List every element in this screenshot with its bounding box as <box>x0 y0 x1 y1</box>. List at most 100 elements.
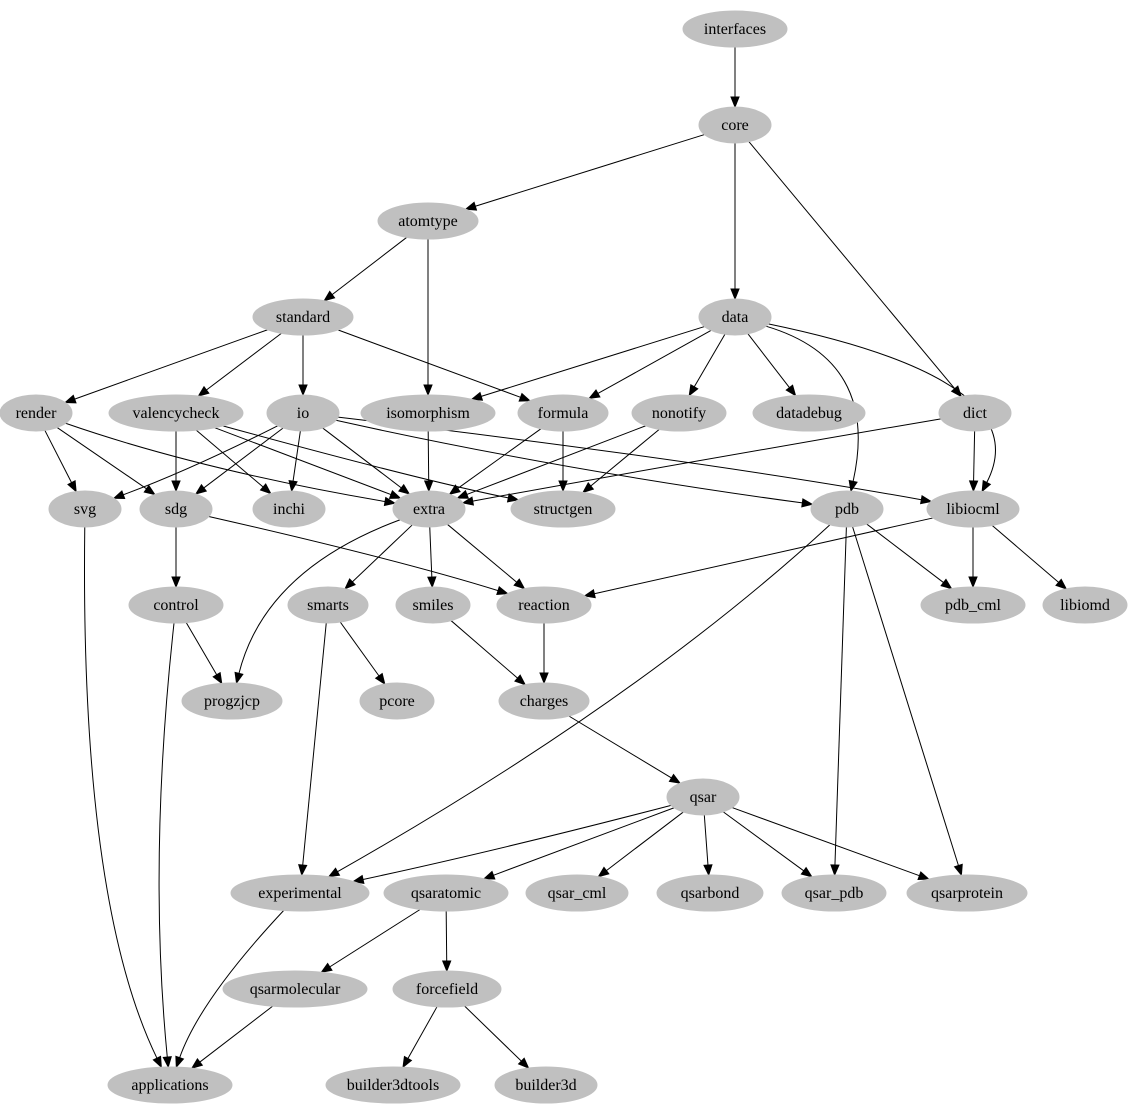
node-label: interfaces <box>704 21 766 38</box>
edge-qsaratomic-qsarmolecular <box>320 908 421 973</box>
arrowhead <box>496 585 509 596</box>
node-ellipse <box>494 1066 598 1104</box>
edge-sdg-reaction <box>208 515 509 596</box>
arrowhead <box>320 962 333 973</box>
node-ellipse <box>498 682 590 720</box>
node-qsarprotein: qsarprotein <box>906 874 1028 912</box>
edge-nonotify-extra <box>456 425 646 499</box>
arrowhead <box>558 480 568 493</box>
node-label: formula <box>538 405 589 422</box>
arrowhead <box>513 578 526 590</box>
arrowhead <box>171 480 181 493</box>
node-standard: standard <box>252 298 354 336</box>
node-reaction: reaction <box>496 586 592 624</box>
edge-line <box>206 332 282 391</box>
node-extra: extra <box>392 490 466 528</box>
edge-qsaratomic-forcefield <box>441 910 452 973</box>
arrowhead <box>506 493 520 503</box>
node-label: standard <box>276 309 330 326</box>
arrowhead <box>171 576 181 589</box>
node-pdb: pdb <box>810 490 884 528</box>
edge-line <box>335 419 803 504</box>
arrowhead <box>514 674 527 686</box>
node-svg: svg <box>48 490 122 528</box>
node-ellipse <box>128 586 224 624</box>
node-ellipse <box>360 394 496 432</box>
edge-standard-io <box>298 335 308 397</box>
edge-reaction-charges <box>539 623 549 685</box>
node-structgen: structgen <box>510 490 616 528</box>
arrowhead <box>298 384 308 397</box>
edge-control-progzjcp <box>185 622 223 685</box>
edge-line <box>765 325 859 482</box>
edge-libiocml-pdb_cml <box>968 527 978 589</box>
node-label: experimental <box>258 885 342 902</box>
arrowhead <box>597 866 610 878</box>
node-nonotify: nonotify <box>631 394 727 432</box>
edge-qsar-qsarbond <box>703 814 713 877</box>
node-ellipse <box>698 298 772 336</box>
edge-core-dict <box>748 141 963 398</box>
edge-io-sdg <box>194 427 284 495</box>
node-label: inchi <box>273 501 306 518</box>
arrowhead <box>848 479 858 493</box>
edge-line <box>158 622 175 1058</box>
edge-line <box>195 429 264 488</box>
node-builder3d: builder3d <box>494 1066 598 1104</box>
edge-line <box>445 910 448 962</box>
arrowhead <box>464 201 478 211</box>
edge-line <box>203 427 284 489</box>
arrowhead <box>298 864 308 877</box>
node-interfaces: interfaces <box>682 10 788 48</box>
edge-line <box>748 141 956 390</box>
node-label: sdg <box>165 501 187 518</box>
edge-qsar-experimental <box>351 804 672 884</box>
node-ellipse <box>377 202 479 240</box>
edge-qsar-qsar_pdb <box>722 811 813 878</box>
edge-pdb-experimental <box>327 524 831 878</box>
node-label: data <box>722 309 749 326</box>
arrowhead <box>351 874 365 884</box>
edge-line <box>866 523 944 583</box>
node-control: control <box>128 586 224 624</box>
edge-line <box>65 422 386 503</box>
node-label: extra <box>413 501 445 518</box>
edge-line <box>199 1005 274 1063</box>
arrowhead <box>162 1056 172 1069</box>
edge-charges-qsar <box>568 715 682 784</box>
edge-pdb-qsarprotein <box>852 526 963 877</box>
arrowhead <box>344 578 356 590</box>
edge-line <box>337 524 831 873</box>
edge-line <box>56 427 147 490</box>
node-ellipse <box>666 778 740 816</box>
arrowhead <box>190 1058 204 1069</box>
node-ellipse <box>395 586 471 624</box>
arrowhead <box>388 489 402 499</box>
edge-atomtype-standard <box>323 236 408 302</box>
edge-line <box>427 430 430 482</box>
node-ellipse <box>698 106 772 144</box>
arrowhead <box>785 384 797 397</box>
node-formula: formula <box>517 394 609 432</box>
node-sdg: sdg <box>139 490 213 528</box>
node-label: control <box>153 597 199 614</box>
arrowhead <box>427 576 437 589</box>
edge-io-pdb <box>335 419 814 508</box>
edge-nonotify-structgen <box>582 428 660 494</box>
node-qsarbond: qsarbond <box>656 874 764 912</box>
node-isomorphism: isomorphism <box>360 394 496 432</box>
node-datadebug: datadebug <box>752 394 866 432</box>
edge-line <box>331 236 408 296</box>
edge-render-svg <box>44 430 77 493</box>
arrowhead <box>1055 578 1068 590</box>
edge-line <box>747 333 790 388</box>
edge-formula-extra <box>448 428 542 496</box>
node-valencycheck: valencycheck <box>108 394 244 432</box>
node-label: smiles <box>413 597 454 614</box>
edge-core-data <box>730 143 740 301</box>
edge-interfaces-core <box>730 47 740 109</box>
node-qsarmolecular: qsarmolecular <box>222 970 368 1008</box>
node-dict: dict <box>938 394 1012 432</box>
